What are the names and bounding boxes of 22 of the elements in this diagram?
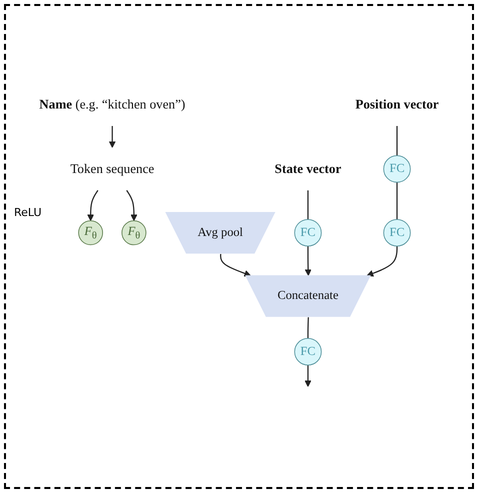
node-circle: FC [294,219,322,246]
node-circle: F$_{θ}$ [78,220,104,246]
node-circle: FC [383,219,411,246]
connector [396,126,398,156]
connector [307,190,309,220]
activation-label: ReLU [14,206,42,219]
node-text: State vector [274,161,342,176]
arrow [304,365,312,387]
node-circle: FC [383,155,411,183]
connector [396,182,398,220]
arrow [220,254,251,277]
node-text: Position vector [355,97,439,112]
node-text: Token sequence [70,161,154,176]
node-text: Name (e.g. “kitchen oven”) [39,97,186,112]
arrow [304,246,312,276]
arrow [126,190,138,222]
node-circle: FC [294,338,322,366]
connector [307,317,309,338]
arrow [108,126,116,148]
arrow [87,190,98,222]
node-circle: F$_{θ}$ [122,220,146,246]
arrow [366,246,398,277]
